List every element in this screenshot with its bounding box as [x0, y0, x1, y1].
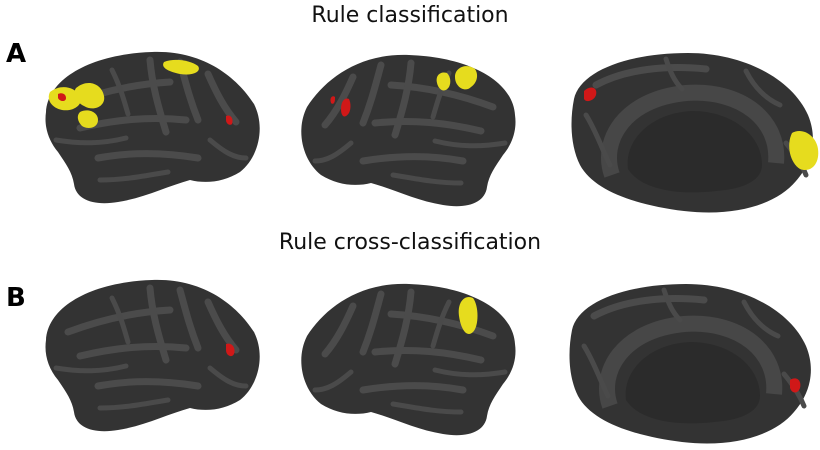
- panel-a-letter: A: [6, 39, 27, 69]
- row-b-medial-brain: [569, 284, 811, 444]
- row-a-title: Rule classification: [311, 3, 509, 28]
- row-b-right-lateral-brain: [301, 283, 516, 436]
- row-b-title: Rule cross-classification: [278, 230, 542, 255]
- row-a-left-lateral-brain: [45, 51, 260, 204]
- row-a-right-lateral-brain: [301, 54, 516, 207]
- panel-b-letter: B: [6, 283, 26, 313]
- row-a-medial-brain: [571, 53, 819, 213]
- row-b-left-lateral-brain: [45, 279, 260, 432]
